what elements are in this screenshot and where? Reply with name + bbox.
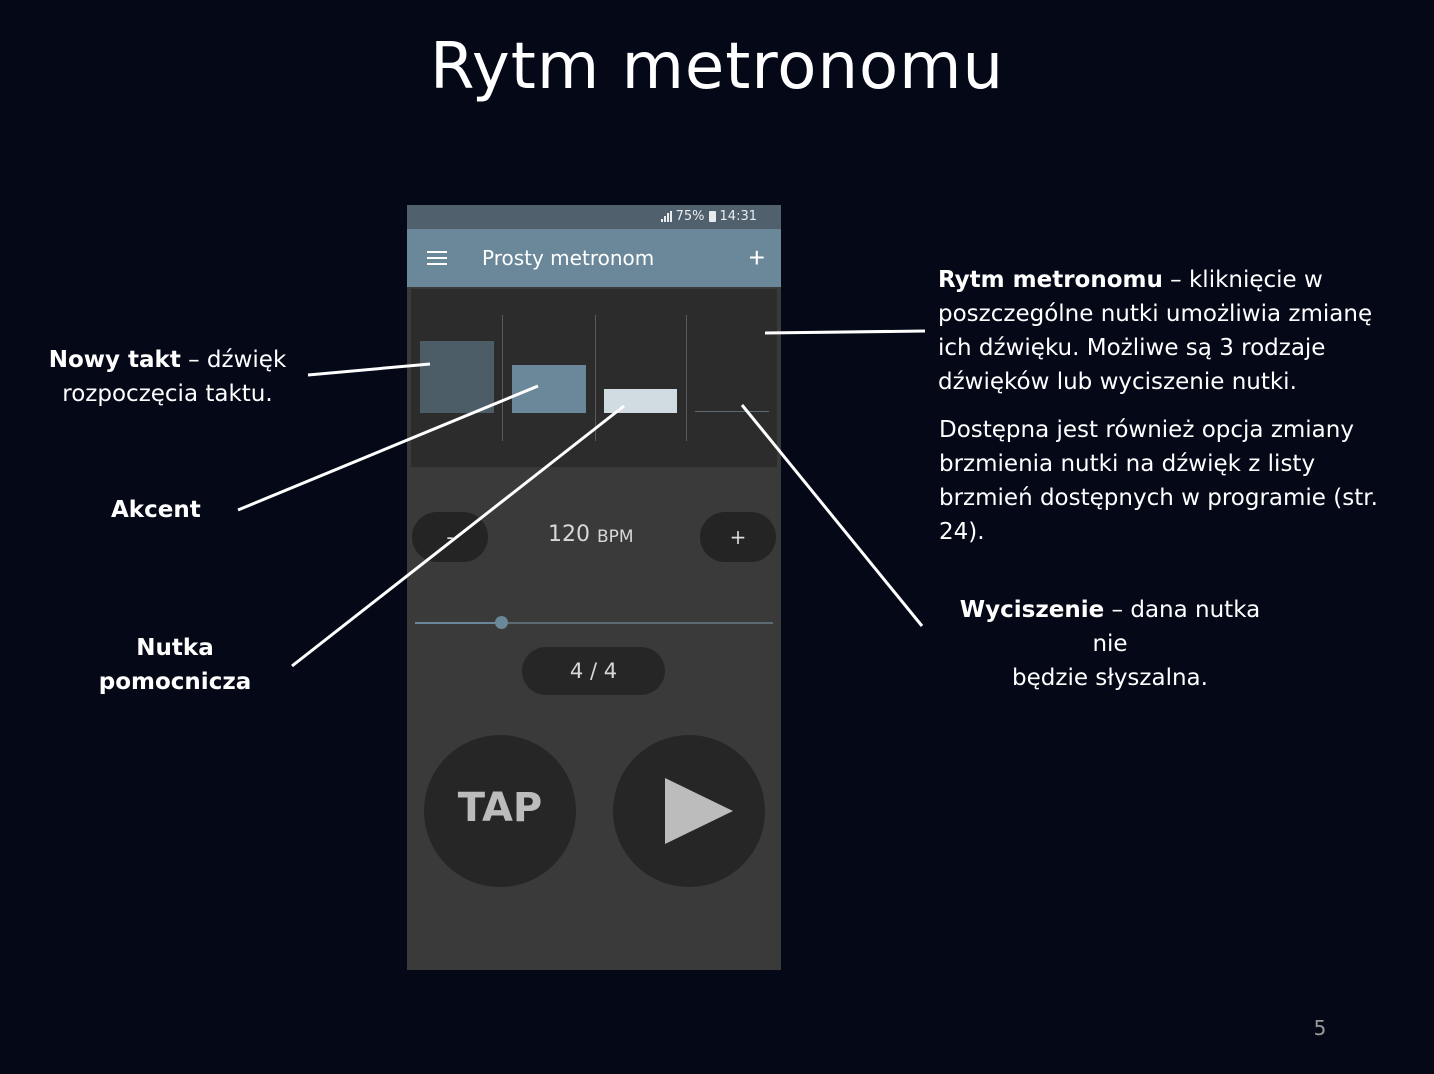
battery-percent: 75%	[675, 209, 705, 224]
app-title: Prosty metronom	[482, 246, 655, 270]
tempo-minus-button[interactable]: -	[412, 512, 488, 562]
beat-divider	[595, 315, 596, 441]
time-signature-button[interactable]: 4 / 4	[522, 647, 665, 695]
callout-rytm-line: dźwięków lub wyciszenie nutki.	[938, 369, 1297, 395]
page-number: 5	[1313, 1016, 1327, 1040]
beat-divider	[686, 315, 687, 441]
tempo-plus-button[interactable]: +	[700, 512, 776, 562]
rhythm-panel	[411, 289, 777, 467]
callout-rytm-line: poszczególne nutki umożliwia zmianę	[938, 301, 1373, 327]
add-icon[interactable]: +	[748, 242, 765, 273]
callout-rytm-metronomu: Rytm metronomu – kliknięcie w poszczegól…	[938, 263, 1408, 399]
play-icon	[665, 778, 733, 844]
callout-akcent-bold: Akcent	[111, 497, 201, 523]
callout-dostepna-line: 24).	[939, 519, 985, 545]
callout-wyciszenie-text: – dana nutka nie	[1092, 597, 1261, 657]
tempo-slider-thumb[interactable]	[494, 616, 508, 629]
callout-dostepna-line: brzmienia nutki na dźwięk z listy	[939, 451, 1316, 477]
status-bar: 75% 14:31	[407, 205, 781, 229]
tap-button[interactable]: TAP	[424, 735, 576, 887]
beat-divider	[502, 315, 503, 441]
callout-nutka-line2: pomocnicza	[98, 669, 252, 695]
tempo-slider-fill	[415, 622, 501, 624]
callout-nowy-takt: Nowy takt – dźwięk rozpoczęcia taktu.	[40, 343, 295, 411]
bpm-value: 120	[548, 522, 590, 547]
app-bar: Prosty metronom +	[407, 229, 781, 287]
beat-accent[interactable]	[512, 365, 586, 413]
beat-subdivision[interactable]	[604, 389, 677, 413]
beat-new-measure[interactable]	[420, 341, 494, 413]
bpm-unit: BPM	[597, 527, 634, 547]
menu-icon[interactable]	[427, 251, 447, 265]
battery-icon	[708, 211, 716, 222]
callout-nowy-takt-text: – dźwięk	[180, 347, 287, 373]
callout-dostepna: Dostępna jest również opcja zmiany brzmi…	[939, 413, 1409, 549]
beat-muted[interactable]	[695, 411, 769, 412]
leader-rytm	[764, 329, 926, 335]
callout-nowy-takt-line2: rozpoczęcia taktu.	[62, 381, 273, 407]
tap-label: TAP	[457, 785, 543, 831]
callout-rytm-text: – kliknięcie w	[1162, 267, 1323, 293]
callout-nutka-line1: Nutka	[136, 635, 214, 661]
callout-akcent: Akcent	[111, 493, 201, 527]
callout-dostepna-line: Dostępna jest również opcja zmiany	[939, 417, 1354, 443]
play-button[interactable]	[613, 735, 765, 887]
callout-wyciszenie: Wyciszenie – dana nutka nie będzie słysz…	[940, 593, 1280, 695]
slide-title: Rytm metronomu	[429, 30, 1005, 104]
callout-nowy-takt-bold: Nowy takt	[48, 347, 181, 373]
clock: 14:31	[719, 209, 757, 224]
signal-icon	[660, 211, 672, 222]
callout-dostepna-line: brzmień dostępnych w programie (str.	[939, 485, 1378, 511]
phone-screenshot: 75% 14:31 Prosty metronom + - 120 BPM + …	[407, 205, 781, 970]
callout-wyciszenie-line2: będzie słyszalna.	[1012, 665, 1208, 691]
callout-rytm-bold: Rytm metronomu	[938, 267, 1163, 293]
callout-wyciszenie-bold: Wyciszenie	[959, 597, 1105, 623]
callout-nutka-pomocnicza: Nutka pomocnicza	[95, 631, 255, 699]
callout-rytm-line: ich dźwięku. Możliwe są 3 rodzaje	[938, 335, 1326, 361]
